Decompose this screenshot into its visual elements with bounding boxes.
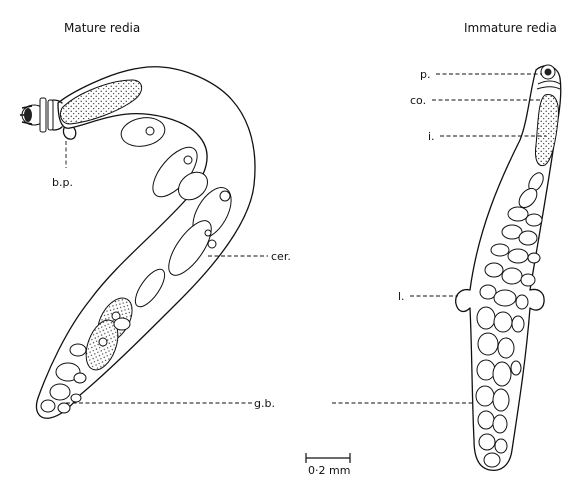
- label-gb: g.b.: [254, 397, 275, 410]
- title-immature-redia: Immature redia: [464, 21, 557, 35]
- mature-pharynx: [20, 98, 62, 132]
- label-l: l.: [398, 290, 405, 303]
- label-p: p.: [420, 68, 430, 81]
- label-bp: b.p.: [52, 176, 73, 189]
- label-co: co.: [410, 94, 426, 107]
- title-mature-redia: Mature redia: [64, 21, 140, 35]
- mature-birth-pore: [63, 128, 75, 139]
- immature-pharynx: [537, 65, 560, 89]
- immature-germ-balls: [476, 170, 546, 467]
- mature-gut: [60, 80, 141, 124]
- mature-embryos: [41, 114, 239, 413]
- scale-label: 0·2 mm: [308, 464, 350, 477]
- label-i: i.: [428, 130, 435, 143]
- label-cer: cer.: [271, 250, 291, 263]
- immature-gut: [535, 94, 558, 165]
- immature-redia-drawing: [456, 65, 561, 470]
- scale-bar: [306, 453, 350, 463]
- mature-redia-drawing: [20, 67, 255, 418]
